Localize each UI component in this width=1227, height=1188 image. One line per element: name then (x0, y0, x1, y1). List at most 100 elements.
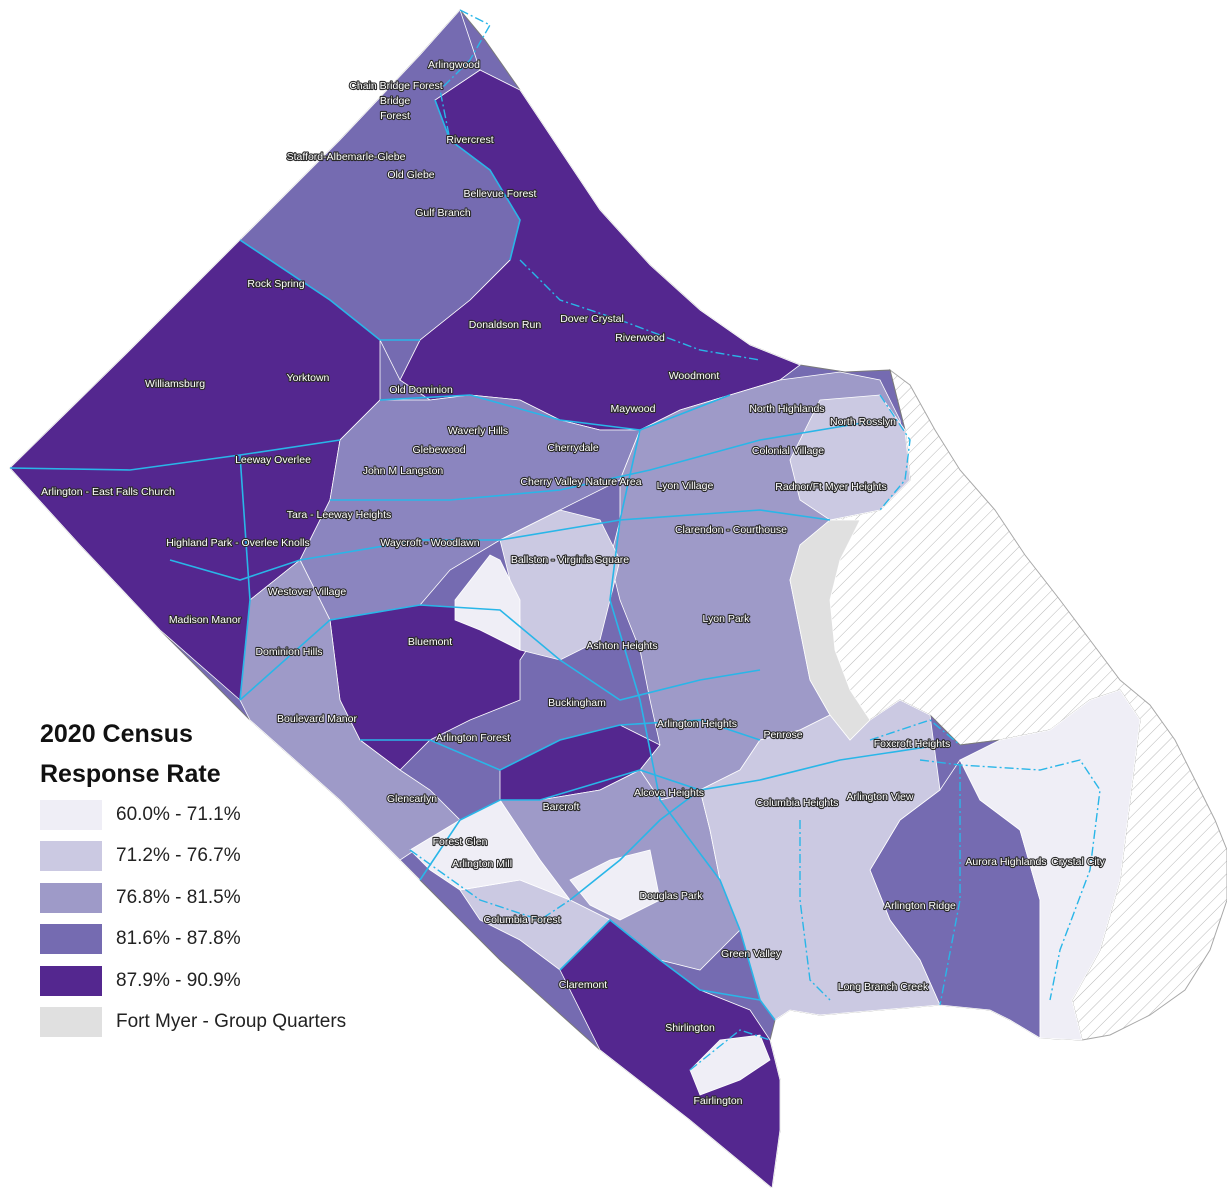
legend-swatch (40, 799, 102, 830)
boundary-line-1 (239, 239, 420, 341)
label-crystal-city: Crystal City (1051, 856, 1105, 868)
label-cherry-valley-nature-area: Cherry Valley Nature Area (520, 476, 641, 488)
label-westover-village: Westover Village (268, 586, 347, 598)
label-radnor-ft-myer-heights: Radnor/Ft Myer Heights (775, 481, 886, 493)
label-bluemont: Bluemont (408, 636, 452, 648)
label-madison-manor: Madison Manor (169, 614, 242, 626)
region-fort-myer (789, 519, 871, 741)
label-chain-bridge-forest: Chain Bridge Forest (349, 80, 442, 92)
neighborhood-boundaries (9, 99, 941, 1021)
legend-item: Fort Myer - Group Quarters (40, 1002, 346, 1044)
legend-item: 60.0% - 71.1% (40, 794, 346, 836)
label-green-valley: Green Valley (721, 948, 782, 960)
label-donaldson-run: Donaldson Run (469, 319, 542, 331)
boundary-line-11 (609, 429, 741, 931)
label-old-glebe: Old Glebe (387, 169, 434, 181)
label-dover-crystal: Dover Crystal (560, 313, 624, 325)
legend-item-label: 76.8% - 81.5% (116, 886, 241, 908)
legend-title-line2: Response Rate (40, 760, 221, 788)
boundary-line-7 (239, 604, 761, 701)
legend-item: 87.9% - 90.9% (40, 960, 346, 1002)
label-foxcroft-heights: Foxcroft Heights (874, 738, 950, 750)
label-waverly-hills: Waverly Hills (448, 425, 508, 437)
label-rivercrest: Rivercrest (446, 134, 493, 146)
boundary-line-14 (559, 918, 761, 1001)
boundary-line-3 (379, 394, 731, 431)
boundary-line-10 (569, 789, 701, 901)
region-low-rosslyn (789, 394, 911, 521)
label-arlington-view: Arlington View (847, 791, 914, 803)
legend-item-label: 60.0% - 71.1% (116, 803, 241, 825)
legend-item: 71.2% - 76.7% (40, 836, 346, 878)
legend-swatch (40, 965, 102, 996)
legend-swatch (40, 924, 102, 955)
label-arlington-mill: Arlington Mill (452, 858, 512, 870)
boundary-dashed-8 (689, 1029, 771, 1071)
label-gulf-branch: Gulf Branch (415, 207, 471, 219)
label-forest-glen: Forest Glen (433, 836, 488, 848)
label-alcova-heights: Alcova Heights (634, 787, 704, 799)
label-arlington-heights: Arlington Heights (657, 718, 737, 730)
label-buckingham: Buckingham (548, 697, 606, 709)
region-mid-southwest (239, 559, 461, 881)
label-ballston-virginia-square: Ballston - Virginia Square (511, 554, 629, 566)
label-ashton-heights: Ashton Heights (586, 640, 657, 652)
label-waycroft-woodlawn: Waycroft - Woodlawn (380, 537, 479, 549)
label-shirlington: Shirlington (665, 1022, 715, 1034)
legend-item-label: Fort Myer - Group Quarters (116, 1011, 347, 1033)
label-old-dominion: Old Dominion (389, 384, 453, 396)
boundary-line-6 (169, 509, 831, 581)
neighborhood-labels: Arlingwood Chain Bridge Forest Bridge Fo… (40, 58, 1107, 1108)
legend-item-label: 71.2% - 76.7% (116, 845, 241, 867)
region-lowest-douglas (569, 849, 661, 921)
label-glebewood: Glebewood (412, 444, 465, 456)
label-leeway-overlee: Leeway Overlee (235, 454, 311, 466)
label-yorktown: Yorktown (287, 372, 330, 384)
boundary-line-5 (330, 419, 881, 501)
region-lowest-fairlington (689, 1034, 771, 1096)
region-lowest-buckingham (454, 554, 521, 651)
legend-swatch (40, 841, 102, 872)
choropleth-regions (9, 9, 1141, 1188)
label-williamsburg: Williamsburg (145, 378, 205, 390)
label-clarendon-courthouse: Clarendon - Courthouse (675, 524, 787, 536)
boundary-line-2 (434, 99, 521, 261)
label-fairlington: Fairlington (693, 1095, 742, 1107)
boundary-dashed-4 (919, 759, 1101, 1001)
boundary-line-4 (9, 439, 341, 471)
label-douglas-park: Douglas Park (639, 890, 703, 902)
label-tara-leeway-heights: Tara - Leeway Heights (287, 509, 391, 521)
label-bellevue-forest: Bellevue Forest (464, 188, 537, 200)
label-aurora-highlands: Aurora Highlands (965, 856, 1046, 868)
label-riverwood: Riverwood (615, 332, 665, 344)
label-bridge: Bridge (380, 95, 411, 107)
label-rock-spring: Rock Spring (247, 278, 304, 290)
boundary-dashed-2 (519, 259, 761, 361)
neighborhood-boundaries-dashed (409, 9, 1101, 1071)
region-lowest-crystal (959, 689, 1141, 1041)
label-long-branch-creek: Long Branch Creek (838, 981, 929, 993)
label-north-highlands: North Highlands (749, 403, 824, 415)
label-arlington-ridge: Arlington Ridge (884, 900, 956, 912)
label-arlington-forest: Arlington Forest (436, 732, 510, 744)
boundary-dashed-1 (439, 9, 491, 141)
legend-swatch (40, 1007, 102, 1038)
label-columbia-forest: Columbia Forest (483, 914, 560, 926)
boundary-line-8 (360, 719, 761, 771)
boundary-dashed-6 (799, 820, 831, 1001)
label-arlington-east-falls-church: Arlington - East Falls Church (41, 486, 175, 498)
label-columbia-heights: Columbia Heights (756, 797, 839, 809)
label-dominion-hills: Dominion Hills (255, 646, 322, 658)
boundary-dashed-3 (879, 394, 911, 511)
legend-item: 81.6% - 87.8% (40, 919, 346, 961)
label-north-rosslyn: North Rosslyn (830, 416, 896, 428)
legend-title-line1: 2020 Census (40, 720, 193, 748)
label-penrose: Penrose (763, 729, 802, 741)
boundary-dashed-9 (869, 719, 961, 746)
label-claremont: Claremont (559, 979, 608, 991)
legend-item: 76.8% - 81.5% (40, 877, 346, 919)
label-stafford-albemarle-glebe: Stafford-Albemarle-Glebe (287, 151, 406, 163)
label-arlingwood: Arlingwood (428, 59, 480, 71)
label-maywood: Maywood (611, 403, 656, 415)
